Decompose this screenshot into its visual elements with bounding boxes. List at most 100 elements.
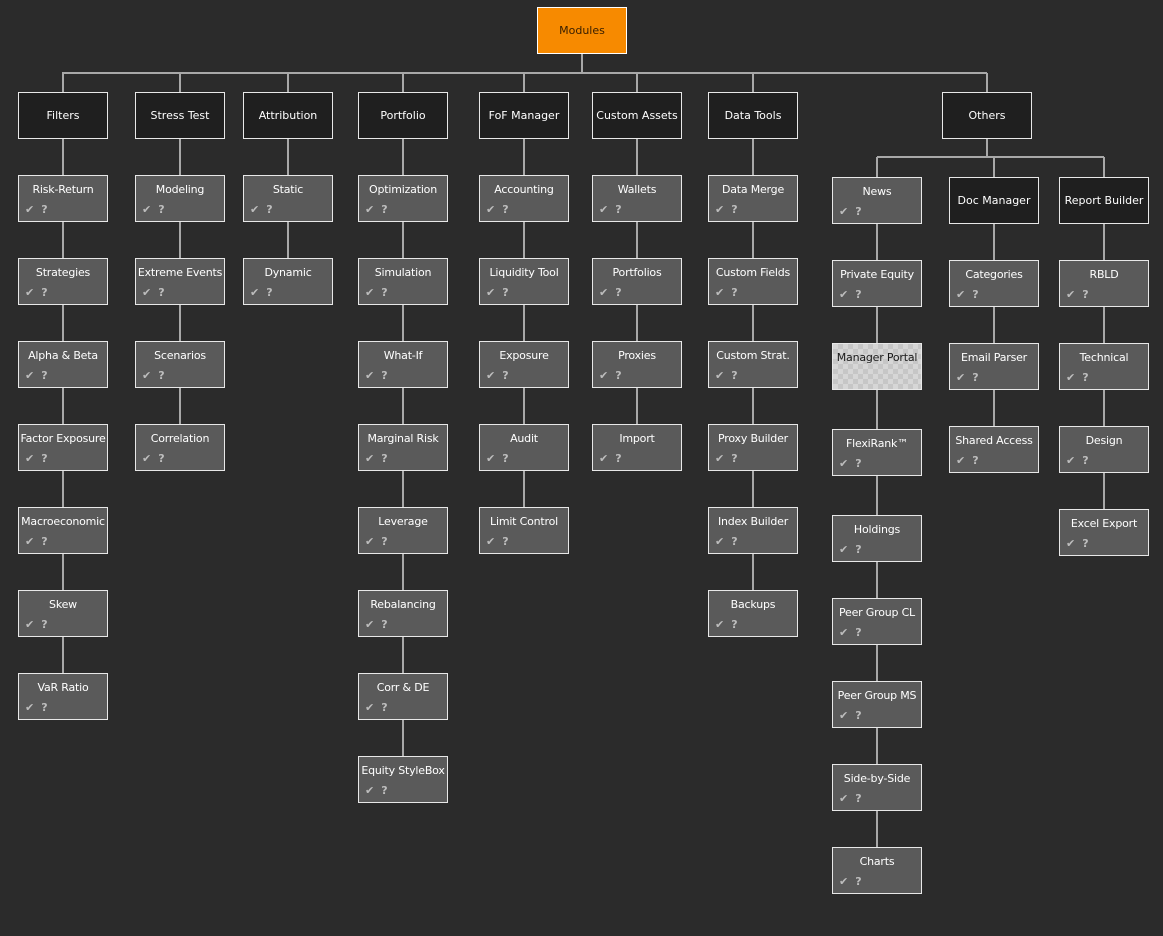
check-icon[interactable]: ✔ [839,457,849,470]
module-node-what-if[interactable]: What-If✔? [358,341,448,388]
module-node-exposure[interactable]: Exposure✔? [479,341,569,388]
module-node-design[interactable]: Design✔? [1059,426,1149,473]
module-node-scenarios[interactable]: Scenarios✔? [135,341,225,388]
module-node-strategies[interactable]: Strategies✔? [18,258,108,305]
check-icon[interactable]: ✔ [599,203,609,216]
module-node-leverage[interactable]: Leverage✔? [358,507,448,554]
help-icon[interactable]: ? [381,452,388,465]
module-node-modeling[interactable]: Modeling✔? [135,175,225,222]
help-icon[interactable]: ? [502,452,509,465]
check-icon[interactable]: ✔ [486,203,496,216]
check-icon[interactable]: ✔ [365,618,375,631]
module-node-index-builder[interactable]: Index Builder✔? [708,507,798,554]
module-node-backups[interactable]: Backups✔? [708,590,798,637]
module-node-macroeconomic[interactable]: Macroeconomic✔? [18,507,108,554]
check-icon[interactable]: ✔ [142,286,152,299]
check-icon[interactable]: ✔ [1066,371,1076,384]
module-node-categories[interactable]: Categories✔? [949,260,1039,307]
check-icon[interactable]: ✔ [486,535,496,548]
help-icon[interactable]: ? [381,369,388,382]
help-icon[interactable]: ? [502,203,509,216]
help-icon[interactable]: ? [266,203,273,216]
help-icon[interactable]: ? [1082,288,1089,301]
category-portfolio[interactable]: Portfolio [358,92,448,139]
module-node-extreme-events[interactable]: Extreme Events✔? [135,258,225,305]
module-node-peer-group-ms[interactable]: Peer Group MS✔? [832,681,922,728]
module-node-liquidity-tool[interactable]: Liquidity Tool✔? [479,258,569,305]
subcategory-doc-manager[interactable]: Doc Manager [949,177,1039,224]
help-icon[interactable]: ? [855,288,862,301]
help-icon[interactable]: ? [41,701,48,714]
help-icon[interactable]: ? [158,286,165,299]
help-icon[interactable]: ? [41,535,48,548]
help-icon[interactable]: ? [731,452,738,465]
check-icon[interactable]: ✔ [839,875,849,888]
module-node-side-by-side[interactable]: Side-by-Side✔? [832,764,922,811]
root-node-modules[interactable]: Modules [537,7,627,54]
check-icon[interactable]: ✔ [250,203,260,216]
check-icon[interactable]: ✔ [839,288,849,301]
check-icon[interactable]: ✔ [1066,537,1076,550]
module-node-flexirank[interactable]: FlexiRank™✔? [832,429,922,476]
category-fof-manager[interactable]: FoF Manager [479,92,569,139]
help-icon[interactable]: ? [502,535,509,548]
help-icon[interactable]: ? [41,452,48,465]
check-icon[interactable]: ✔ [142,369,152,382]
check-icon[interactable]: ✔ [142,203,152,216]
module-node-charts[interactable]: Charts✔? [832,847,922,894]
module-node-audit[interactable]: Audit✔? [479,424,569,471]
help-icon[interactable]: ? [41,203,48,216]
help-icon[interactable]: ? [972,371,979,384]
help-icon[interactable]: ? [615,203,622,216]
help-icon[interactable]: ? [731,203,738,216]
check-icon[interactable]: ✔ [365,203,375,216]
module-node-custom-fields[interactable]: Custom Fields✔? [708,258,798,305]
category-attribution[interactable]: Attribution [243,92,333,139]
help-icon[interactable]: ? [266,286,273,299]
help-icon[interactable]: ? [41,618,48,631]
check-icon[interactable]: ✔ [1066,288,1076,301]
module-node-marginal-risk[interactable]: Marginal Risk✔? [358,424,448,471]
check-icon[interactable]: ✔ [599,452,609,465]
module-node-factor-exposure[interactable]: Factor Exposure✔? [18,424,108,471]
check-icon[interactable]: ✔ [956,371,966,384]
help-icon[interactable]: ? [972,454,979,467]
check-icon[interactable]: ✔ [25,618,35,631]
module-node-import[interactable]: Import✔? [592,424,682,471]
help-icon[interactable]: ? [855,792,862,805]
check-icon[interactable]: ✔ [839,709,849,722]
help-icon[interactable]: ? [41,369,48,382]
module-node-optimization[interactable]: Optimization✔? [358,175,448,222]
module-node-var-ratio[interactable]: VaR Ratio✔? [18,673,108,720]
check-icon[interactable]: ✔ [839,543,849,556]
check-icon[interactable]: ✔ [715,618,725,631]
check-icon[interactable]: ✔ [25,452,35,465]
category-stress-test[interactable]: Stress Test [135,92,225,139]
help-icon[interactable]: ? [158,369,165,382]
category-custom-assets[interactable]: Custom Assets [592,92,682,139]
module-node-static[interactable]: Static✔? [243,175,333,222]
help-icon[interactable]: ? [615,452,622,465]
module-node-limit-control[interactable]: Limit Control✔? [479,507,569,554]
check-icon[interactable]: ✔ [25,369,35,382]
help-icon[interactable]: ? [731,369,738,382]
help-icon[interactable]: ? [731,286,738,299]
help-icon[interactable]: ? [1082,371,1089,384]
check-icon[interactable]: ✔ [365,701,375,714]
help-icon[interactable]: ? [855,205,862,218]
module-node-risk-return[interactable]: Risk-Return✔? [18,175,108,222]
check-icon[interactable]: ✔ [250,286,260,299]
check-icon[interactable]: ✔ [715,452,725,465]
help-icon[interactable]: ? [731,618,738,631]
help-icon[interactable]: ? [381,784,388,797]
help-icon[interactable]: ? [855,875,862,888]
category-filters[interactable]: Filters [18,92,108,139]
check-icon[interactable]: ✔ [365,369,375,382]
module-node-rbld[interactable]: RBLD✔? [1059,260,1149,307]
module-node-corr-de[interactable]: Corr & DE✔? [358,673,448,720]
module-node-alpha-beta[interactable]: Alpha & Beta✔? [18,341,108,388]
module-node-data-merge[interactable]: Data Merge✔? [708,175,798,222]
check-icon[interactable]: ✔ [365,452,375,465]
help-icon[interactable]: ? [41,286,48,299]
check-icon[interactable]: ✔ [365,535,375,548]
